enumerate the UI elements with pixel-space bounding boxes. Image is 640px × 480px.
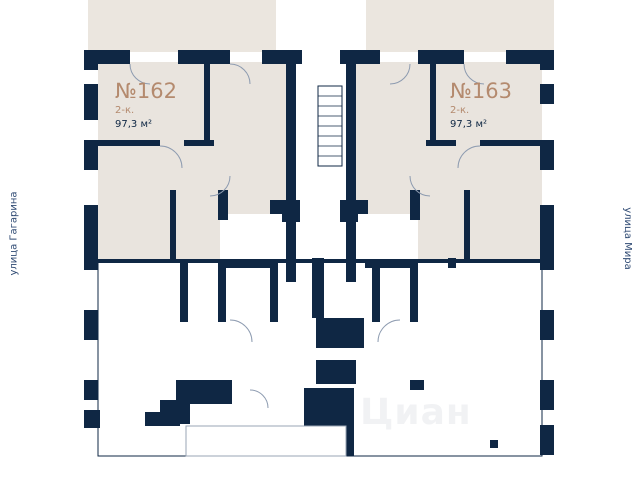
terrace [185, 425, 347, 457]
lower-rooms [145, 258, 498, 448]
balcony-right [366, 0, 554, 52]
core-walls [282, 62, 364, 456]
street-label-right: улица Мира [621, 207, 633, 270]
apartment-number: №163 [450, 79, 512, 103]
apt-163-interior-walls [346, 62, 542, 260]
door-swings [129, 63, 485, 409]
apartment-number: №162 [115, 79, 177, 103]
watermark: Циан [360, 392, 472, 433]
apartment-area: 97,3 м² [450, 119, 487, 130]
balcony-left [88, 0, 276, 52]
apartment-area: 97,3 м² [115, 119, 152, 130]
apartment-162-area[interactable] [98, 62, 290, 260]
apartment-type: 2-к. [115, 105, 135, 116]
street-label-left: улица Гагарина [8, 191, 20, 276]
apartment-label-163[interactable]: №163 2-к. 97,3 м² [450, 80, 512, 130]
apt-162-interior-walls [98, 62, 292, 260]
apartment-label-162[interactable]: №162 2-к. 97,3 м² [115, 80, 177, 130]
apartment-163-area[interactable] [352, 62, 542, 260]
apartment-type: 2-к. [450, 105, 470, 116]
